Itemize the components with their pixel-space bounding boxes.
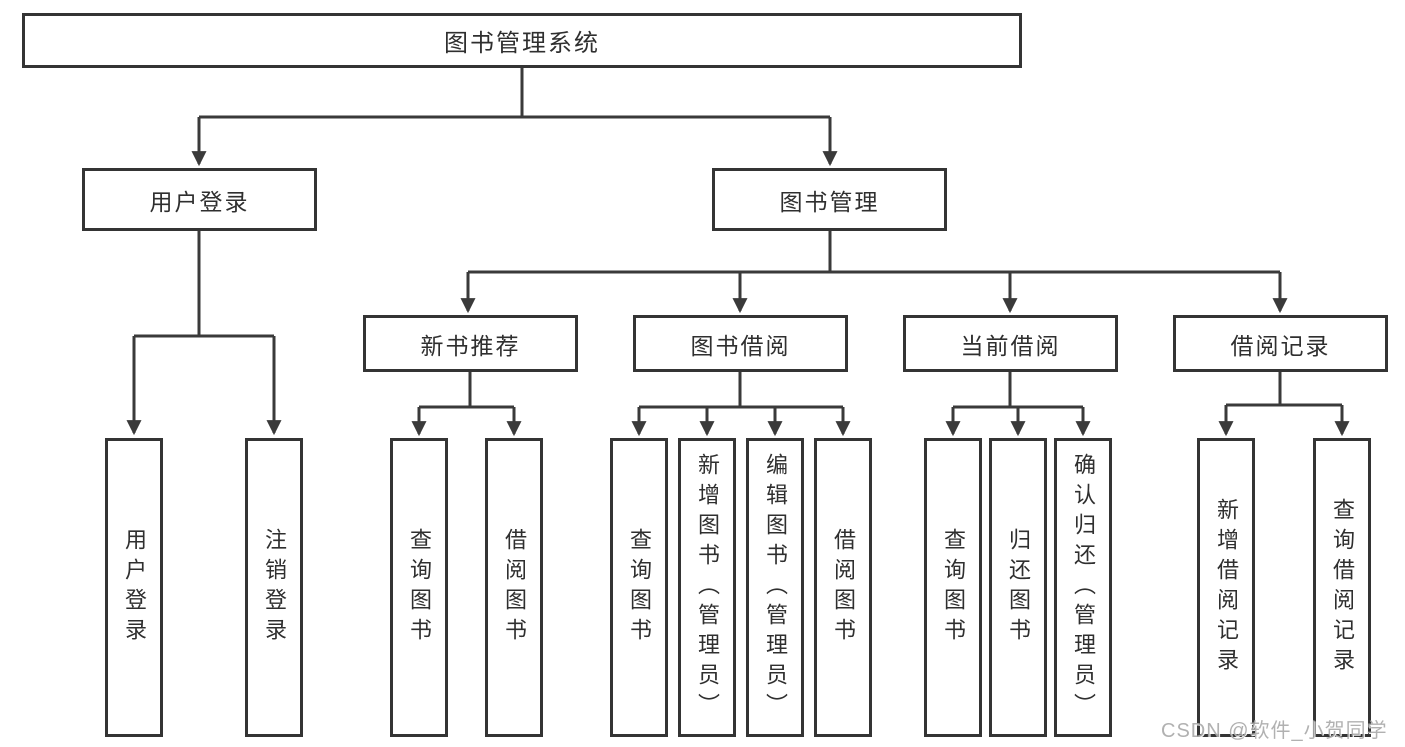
leaf-edit-book-admin: 编辑图书（管理员） [746,438,804,737]
node-book-management: 图书管理 [712,168,947,231]
node-label: 借阅图书 [831,527,856,648]
node-user-login: 用户登录 [82,168,317,231]
node-label: 借阅记录 [1230,332,1331,359]
leaf-query-books-borrow: 查询图书 [610,438,668,737]
csdn-watermark: CSDN @软件_小贺同学 [1161,720,1388,742]
leaf-query-books-current: 查询图书 [924,438,982,737]
leaf-borrow-books-recommend: 借阅图书 [485,438,543,737]
leaf-logout: 注销登录 [245,438,303,737]
leaf-query-borrow-record: 查询借阅记录 [1313,438,1371,737]
node-label: 新书推荐 [420,332,521,359]
node-label: 编辑图书（管理员） [763,452,788,723]
node-label: 查询借阅记录 [1330,497,1355,678]
node-label: 新增图书（管理员） [695,452,720,723]
node-label: 确认归还（管理员） [1071,452,1096,723]
node-label: 图书管理系统 [444,30,600,57]
node-borrow-records: 借阅记录 [1173,315,1388,372]
node-label: 新增借阅记录 [1214,497,1239,678]
node-book-borrow: 图书借阅 [633,315,848,372]
node-current-borrow: 当前借阅 [903,315,1118,372]
leaf-add-borrow-record: 新增借阅记录 [1197,438,1255,737]
node-label: 查询图书 [407,527,432,648]
node-label: 图书管理 [779,188,880,215]
node-label: 用户登录 [122,527,147,648]
node-new-book-recommend: 新书推荐 [363,315,578,372]
leaf-return-books: 归还图书 [989,438,1047,737]
node-label: 查询图书 [627,527,652,648]
leaf-user-login: 用户登录 [105,438,163,737]
node-label: 借阅图书 [502,527,527,648]
node-label: 注销登录 [262,527,287,648]
leaf-query-books-recommend: 查询图书 [390,438,448,737]
node-label: 当前借阅 [960,332,1061,359]
leaf-borrow-books: 借阅图书 [814,438,872,737]
node-root-library-management-system: 图书管理系统 [22,13,1022,68]
leaf-confirm-return-admin: 确认归还（管理员） [1054,438,1112,737]
node-label: 归还图书 [1006,527,1031,648]
node-label: 查询图书 [941,527,966,648]
node-label: 图书借阅 [690,332,791,359]
node-label: 用户登录 [149,188,250,215]
leaf-add-book-admin: 新增图书（管理员） [678,438,736,737]
